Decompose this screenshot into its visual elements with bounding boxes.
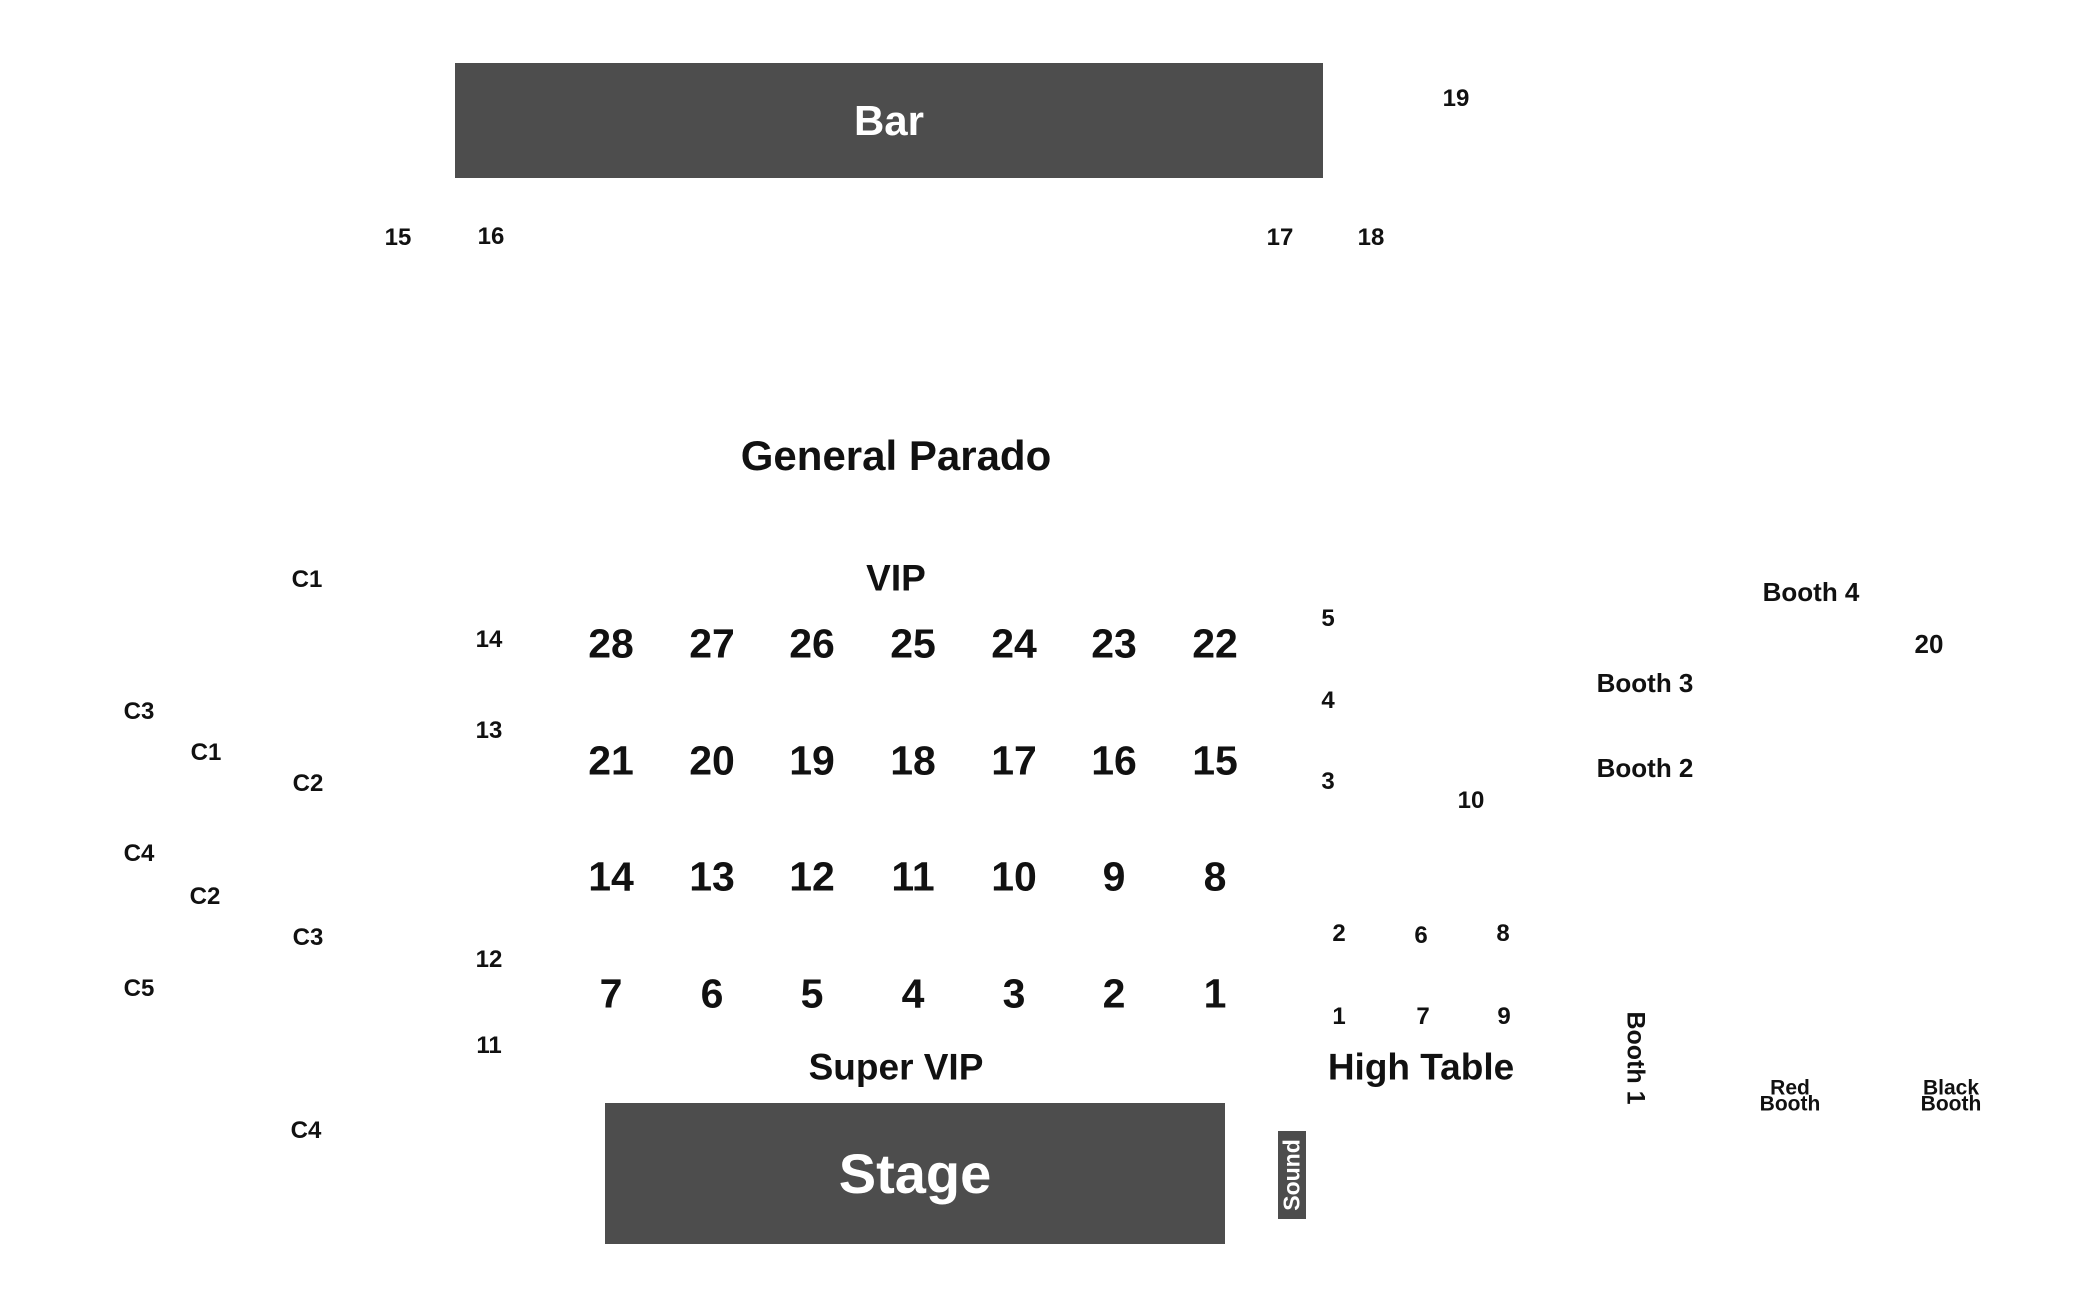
side-table-13[interactable]: 13: [475, 717, 503, 744]
high-table-10[interactable]: 10: [1457, 787, 1485, 814]
bar-table-15[interactable]: 15: [384, 224, 412, 251]
high-table-6[interactable]: 6: [1414, 922, 1428, 949]
booth-3[interactable]: Booth 3: [1596, 668, 1694, 698]
vip-table-23[interactable]: 23: [1091, 620, 1137, 667]
vip-table-2[interactable]: 2: [1102, 970, 1126, 1017]
couch-middle-c1[interactable]: C1: [190, 739, 222, 766]
red-booth[interactable]: Red Booth: [1759, 1076, 1821, 1116]
vip-table-7[interactable]: 7: [599, 970, 623, 1017]
vip-table-12[interactable]: 12: [789, 853, 835, 900]
vip-table-5[interactable]: 5: [800, 970, 824, 1017]
couch-outer-c3[interactable]: C3: [123, 698, 155, 725]
vip-title: VIP: [866, 557, 926, 599]
vip-table-4[interactable]: 4: [901, 970, 925, 1017]
side-table-12[interactable]: 12: [475, 946, 503, 973]
high-table-1[interactable]: 1: [1332, 1003, 1346, 1030]
table-20[interactable]: 20: [1914, 629, 1944, 659]
booth-2[interactable]: Booth 2: [1596, 753, 1694, 783]
sound-label: Sound: [1278, 1139, 1305, 1211]
vip-table-19[interactable]: 19: [789, 737, 835, 784]
bar-table-19[interactable]: 19: [1442, 85, 1470, 112]
stage-label: Stage: [838, 1142, 992, 1205]
vip-table-3[interactable]: 3: [1002, 970, 1026, 1017]
vip-table-13[interactable]: 13: [689, 853, 735, 900]
black-booth-line-1: Black: [1922, 1076, 1980, 1100]
bar-label: Bar: [853, 96, 925, 144]
couch-inner-c2[interactable]: C2: [292, 770, 324, 797]
vip-table-14[interactable]: 14: [588, 853, 634, 900]
bar-area: Bar: [455, 63, 1323, 178]
high-table-3[interactable]: 3: [1321, 768, 1335, 795]
vip-table-1[interactable]: 1: [1203, 970, 1227, 1017]
stage-area: Stage: [605, 1103, 1225, 1244]
high-table-9[interactable]: 9: [1497, 1003, 1511, 1030]
general-parado-title: General Parado: [740, 432, 1052, 479]
vip-table-21[interactable]: 21: [588, 737, 634, 784]
vip-table-16[interactable]: 16: [1091, 737, 1137, 784]
couch-middle-c2[interactable]: C2: [189, 883, 221, 910]
high-table-2[interactable]: 2: [1332, 920, 1346, 947]
side-table-11[interactable]: 11: [476, 1032, 502, 1059]
vip-table-17[interactable]: 17: [991, 737, 1037, 784]
red-booth-line-2: Booth: [1759, 1093, 1821, 1116]
high-table-5[interactable]: 5: [1321, 605, 1335, 632]
vip-table-22[interactable]: 22: [1192, 620, 1238, 667]
high-table-8[interactable]: 8: [1496, 920, 1510, 947]
vip-table-15[interactable]: 15: [1192, 737, 1238, 784]
vip-table-20[interactable]: 20: [689, 737, 735, 784]
sound-booth: Sound: [1278, 1131, 1306, 1219]
couch-outer-c4[interactable]: C4: [123, 840, 155, 867]
black-booth-line-2: Booth: [1920, 1093, 1982, 1116]
vip-table-26[interactable]: 26: [789, 620, 835, 667]
bar-table-18[interactable]: 18: [1357, 224, 1385, 251]
vip-table-18[interactable]: 18: [890, 737, 936, 784]
vip-table-24[interactable]: 24: [991, 620, 1037, 667]
red-booth-line-1: Red: [1770, 1076, 1810, 1100]
high-table-7[interactable]: 7: [1416, 1003, 1430, 1030]
high-table-4[interactable]: 4: [1321, 687, 1335, 714]
bar-table-17[interactable]: 17: [1266, 224, 1294, 251]
couch-inner-c4[interactable]: C4: [290, 1117, 322, 1144]
couch-outer-c5[interactable]: C5: [123, 975, 155, 1002]
vip-table-8[interactable]: 8: [1203, 853, 1227, 900]
bar-table-16[interactable]: 16: [477, 223, 505, 250]
vip-table-28[interactable]: 28: [588, 620, 634, 667]
couch-inner-c1[interactable]: C1: [291, 566, 323, 593]
booth-1[interactable]: Booth 1: [1621, 1011, 1650, 1105]
vip-table-25[interactable]: 25: [890, 620, 936, 667]
vip-table-9[interactable]: 9: [1102, 853, 1126, 900]
side-table-14[interactable]: 14: [475, 626, 503, 653]
couch-inner-c3[interactable]: C3: [292, 924, 324, 951]
booth-4[interactable]: Booth 4: [1762, 577, 1860, 607]
black-booth[interactable]: Black Booth: [1920, 1076, 1982, 1116]
vip-table-11[interactable]: 11: [891, 853, 935, 900]
vip-table-10[interactable]: 10: [991, 853, 1037, 900]
vip-table-6[interactable]: 6: [700, 970, 724, 1017]
vip-table-27[interactable]: 27: [689, 620, 735, 667]
super-vip-title: Super VIP: [808, 1046, 984, 1088]
high-table-title: High Table: [1327, 1046, 1515, 1088]
